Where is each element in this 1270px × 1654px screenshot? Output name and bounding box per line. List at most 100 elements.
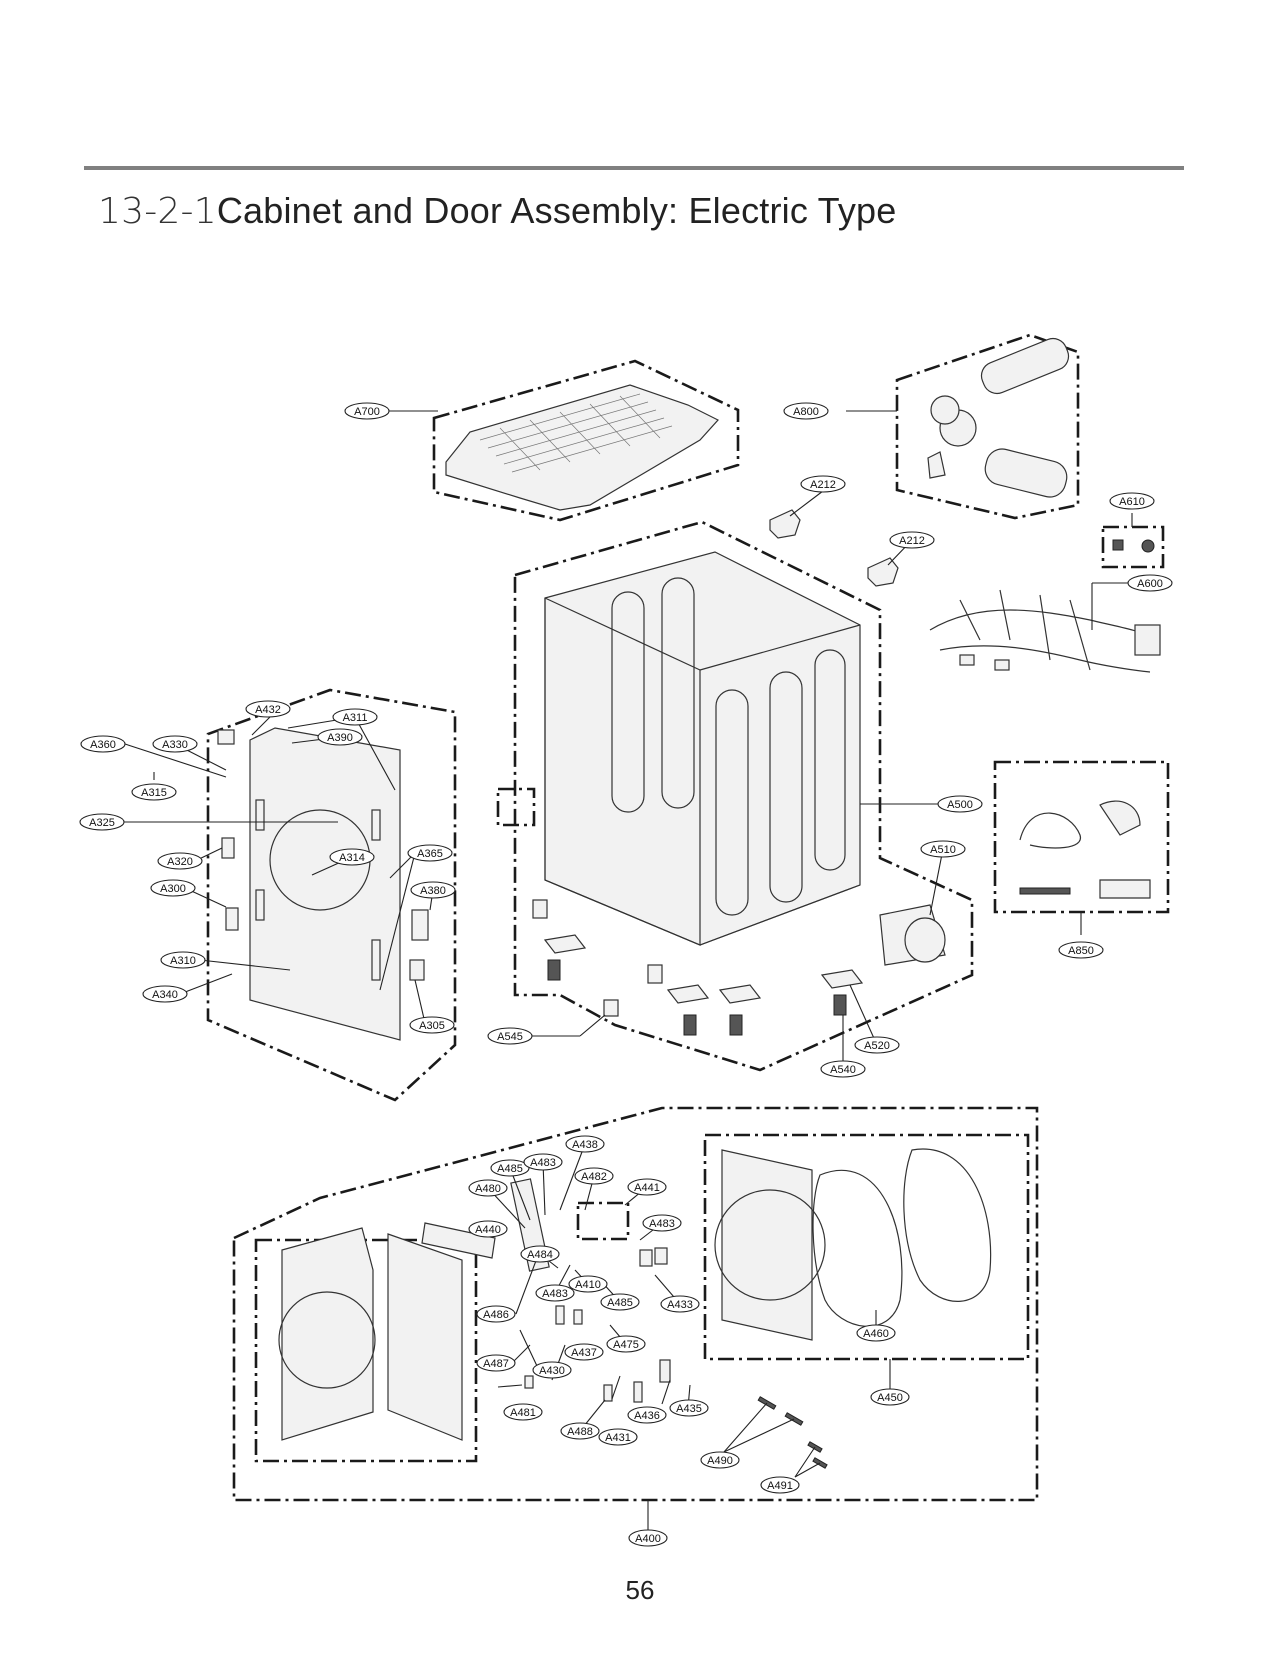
callout-a483: A483 (523, 1153, 563, 1171)
rear-duct-part (879, 904, 946, 966)
callout-a365: A365 (407, 844, 453, 862)
callout-a540: A540 (820, 1060, 866, 1078)
callout-text: A330 (162, 739, 188, 751)
cabinet-part (544, 551, 861, 946)
door-liner-outline (703, 1133, 1030, 1361)
callout-a450: A450 (870, 1388, 910, 1406)
page-title: 13-2-1Cabinet and Door Assembly: Electri… (98, 190, 896, 232)
callout-text: A360 (90, 739, 116, 751)
callout-a486: A486 (476, 1305, 516, 1323)
callout-text: A475 (613, 1339, 639, 1351)
callout-a320: A320 (157, 852, 203, 870)
callout-text: A850 (1068, 945, 1094, 957)
callout-a390: A390 (317, 728, 363, 746)
callout-a435: A435 (669, 1399, 709, 1417)
page-number: 56 (625, 1575, 655, 1605)
callout-text: A487 (483, 1358, 509, 1370)
callout-text: A440 (475, 1224, 501, 1236)
callout-text: A437 (571, 1347, 597, 1359)
callout-text: A490 (707, 1455, 733, 1467)
a610-screw-part (1141, 539, 1155, 553)
callout-a325: A325 (79, 813, 125, 831)
callout-text: A545 (497, 1031, 523, 1043)
callout-text: A800 (793, 406, 819, 418)
callout-a305: A305 (409, 1016, 455, 1034)
callout-text: A430 (539, 1365, 565, 1377)
callout-a340: A340 (142, 985, 188, 1003)
callout-a485: A485 (490, 1159, 530, 1177)
callout-a314: A314 (329, 848, 375, 866)
exhaust-duct-part (927, 337, 1070, 498)
callout-text: A436 (634, 1410, 660, 1422)
door-inner-frame-outline (254, 1238, 478, 1463)
a610-group-outline (1101, 525, 1165, 569)
callout-a488: A488 (560, 1422, 600, 1440)
a610-clip-part (1112, 539, 1124, 551)
callout-a485-2: A485 (600, 1293, 640, 1311)
callout-a436: A436 (627, 1406, 667, 1424)
top-cover-group-outline (432, 359, 740, 522)
callout-a440: A440 (468, 1220, 508, 1238)
callout-a212-2: A212 (889, 531, 935, 549)
callout-text: A450 (877, 1392, 903, 1404)
callout-text: A315 (141, 787, 167, 799)
callout-text: A700 (354, 406, 380, 418)
a850-accessory-parts (1019, 800, 1151, 899)
callout-a475: A475 (606, 1335, 646, 1353)
callout-text: A483 (649, 1218, 675, 1230)
door-panel-part (387, 1233, 463, 1441)
callout-text: A400 (635, 1533, 661, 1545)
callout-a510: A510 (920, 840, 966, 858)
callout-text: A540 (830, 1064, 856, 1076)
callout-a483-2: A483 (642, 1214, 682, 1232)
callout-text: A484 (527, 1249, 553, 1261)
callout-text: A481 (510, 1407, 536, 1419)
callout-text: A610 (1119, 496, 1145, 508)
top-cover-part (445, 384, 719, 511)
callout-a438: A438 (565, 1135, 605, 1153)
callout-a400: A400 (628, 1529, 668, 1547)
callout-text: A300 (160, 883, 186, 895)
callout-text: A380 (420, 885, 446, 897)
callout-text: A460 (863, 1328, 889, 1340)
callout-text: A212 (810, 479, 836, 491)
callout-text: A491 (767, 1480, 793, 1492)
callout-text: A325 (89, 817, 115, 829)
callout-a441: A441 (627, 1178, 667, 1196)
callout-a487: A487 (476, 1354, 516, 1372)
callout-a432: A432 (245, 700, 291, 718)
callout-a610: A610 (1109, 492, 1155, 510)
callout-a600: A600 (1127, 574, 1173, 592)
header-rule (84, 166, 1184, 170)
callout-a330: A330 (152, 735, 198, 753)
cabinet-group-outline (513, 520, 974, 1072)
callout-a311: A311 (332, 708, 378, 726)
thermostat-part-1 (769, 509, 801, 539)
duct-group-outline (895, 333, 1080, 520)
callout-text: A510 (930, 844, 956, 856)
callout-text: A485 (497, 1163, 523, 1175)
callout-labels: A700 A800 A212 A212 A610 A600 A432 A311 … (79, 402, 1173, 1547)
callout-a520: A520 (854, 1036, 900, 1054)
callout-text: A438 (572, 1139, 598, 1151)
callout-a700: A700 (344, 402, 390, 420)
front-panel-part (249, 727, 401, 1041)
callout-a482: A482 (574, 1167, 614, 1185)
callout-text: A486 (483, 1309, 509, 1321)
callout-text: A305 (419, 1020, 445, 1032)
wire-harness-part (929, 589, 1161, 673)
callout-text: A435 (676, 1403, 702, 1415)
callout-text: A482 (581, 1171, 607, 1183)
callout-a310: A310 (160, 951, 206, 969)
callout-text: A365 (417, 848, 443, 860)
a545-detail-outline (496, 787, 536, 827)
callout-text: A488 (567, 1426, 593, 1438)
callout-a545: A545 (487, 1027, 533, 1045)
callout-a490: A490 (700, 1451, 740, 1469)
callout-a360: A360 (80, 735, 126, 753)
callout-a433: A433 (660, 1295, 700, 1313)
callout-text: A500 (947, 799, 973, 811)
callout-text: A483 (542, 1288, 568, 1300)
callout-a481: A481 (503, 1403, 543, 1421)
